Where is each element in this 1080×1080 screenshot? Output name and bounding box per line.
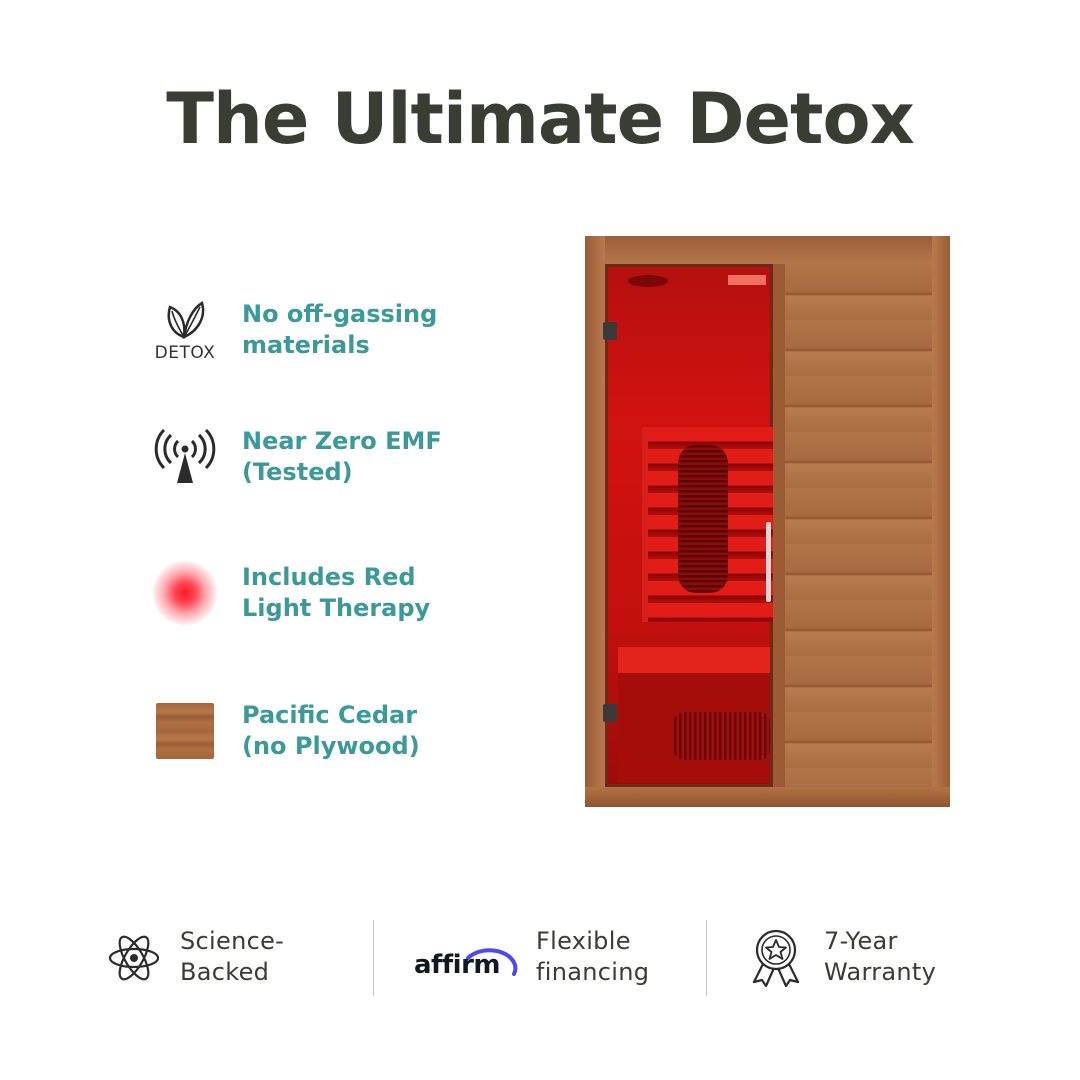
detox-icon-label: DETOX — [154, 343, 216, 363]
badge-text-line1: Flexible — [536, 927, 631, 955]
affirm-logo-text: affirm — [414, 950, 501, 980]
feature-text-line1: Includes Red — [242, 563, 416, 591]
feature-text-line1: Pacific Cedar — [242, 701, 418, 729]
badge-text-line2: Backed — [180, 958, 270, 986]
badge-warranty: 7-Year Warranty — [746, 918, 976, 998]
feature-text-line2: Light Therapy — [242, 594, 431, 622]
feature-red-light: Includes Red Light Therapy — [140, 548, 500, 638]
badge-text-line2: financing — [536, 958, 650, 986]
infrared-sauna-image — [585, 236, 950, 807]
red-light-icon — [140, 548, 230, 638]
page-title: The Ultimate Detox — [166, 78, 915, 160]
cedar-wood-icon — [140, 686, 230, 776]
divider — [373, 920, 374, 996]
atom-icon — [104, 928, 164, 988]
feature-no-off-gassing: DETOX No off-gassing materials — [140, 285, 500, 375]
badge-text-line1: 7-Year — [824, 927, 898, 955]
emf-antenna-icon — [140, 412, 230, 502]
leaf-detox-icon: DETOX — [140, 285, 230, 375]
award-ribbon-icon — [746, 928, 806, 988]
badge-text-line2: Warranty — [824, 958, 937, 986]
divider — [706, 920, 707, 996]
feature-text-line2: (no Plywood) — [242, 732, 420, 760]
affirm-logo: affirm — [414, 938, 518, 982]
feature-near-zero-emf: Near Zero EMF (Tested) — [140, 412, 500, 502]
badge-science-backed: Science- Backed — [104, 918, 334, 998]
feature-text-line2: (Tested) — [242, 458, 353, 486]
feature-text-line2: materials — [242, 331, 370, 359]
feature-text-line1: Near Zero EMF — [242, 427, 442, 455]
badge-flexible-financing: affirm Flexible financing — [414, 918, 684, 998]
feature-pacific-cedar: Pacific Cedar (no Plywood) — [140, 686, 500, 776]
badge-text-line1: Science- — [180, 927, 285, 955]
feature-text-line1: No off-gassing — [242, 300, 438, 328]
